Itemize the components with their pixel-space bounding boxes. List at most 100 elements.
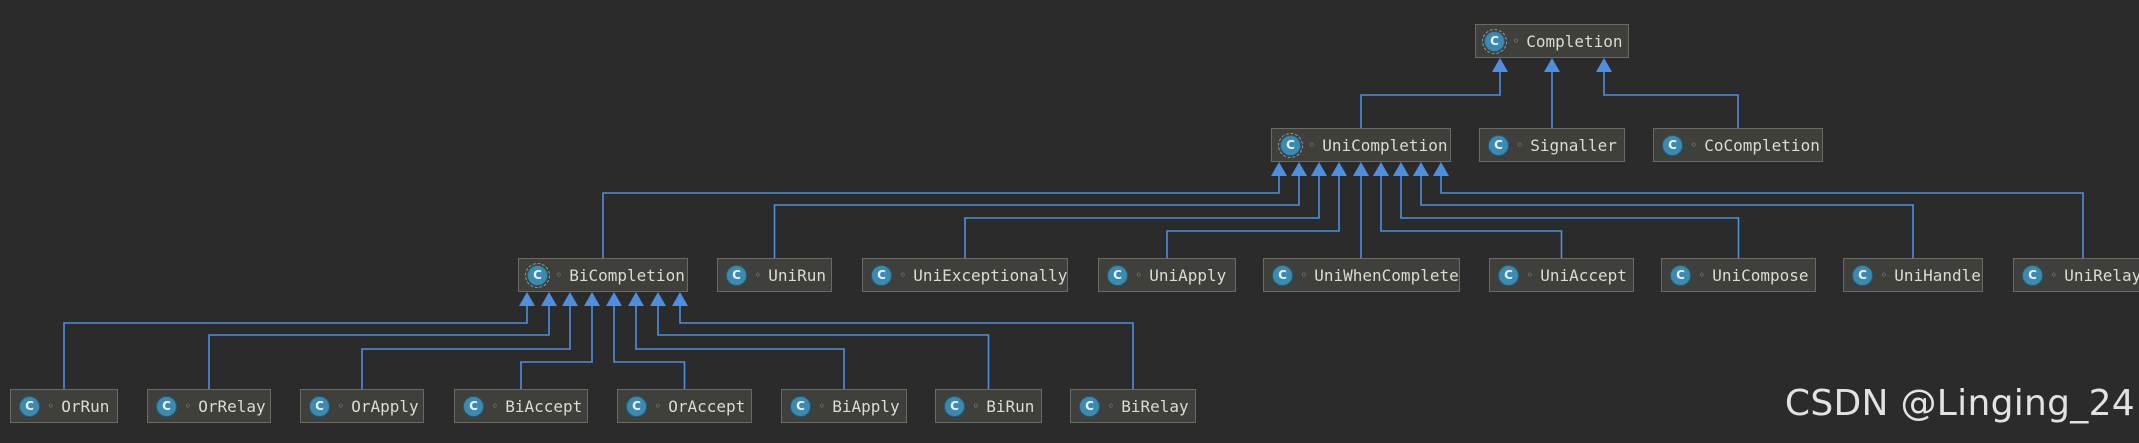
class-node-unicompose[interactable]: C ◦ UniCompose [1661, 258, 1816, 292]
inheritance-arrow-orrun [519, 292, 535, 306]
inheritance-arrow-birelay [672, 292, 688, 306]
class-node-uniwhencomplete[interactable]: C ◦ UniWhenComplete [1263, 258, 1460, 292]
inheritance-arrow-biaccept [584, 292, 600, 306]
class-name: BiRelay [1121, 396, 1189, 416]
class-node-orapply[interactable]: C ◦ OrApply [300, 389, 424, 423]
class-name: OrRun [61, 396, 110, 416]
class-name: BiAccept [505, 396, 583, 416]
package-private-icon: ◦ [1300, 268, 1308, 282]
class-icon: C [944, 395, 965, 417]
inheritance-edge-birun [657, 306, 990, 389]
package-private-icon: ◦ [555, 268, 563, 282]
package-private-icon: ◦ [754, 268, 762, 282]
package-private-icon: ◦ [1880, 268, 1888, 282]
class-node-completion[interactable]: C◦Completion [1475, 24, 1629, 58]
class-node-uniaccept[interactable]: C◦UniAccept [1489, 258, 1634, 292]
package-private-icon: ◦ [47, 399, 55, 413]
class-name: UniCompose [1712, 265, 1809, 285]
class-name: UniRelay [2064, 265, 2139, 285]
abstract-class-icon: C [525, 262, 550, 288]
inheritance-edge-unihandle [1420, 176, 1914, 258]
abstract-class-icon: C [1278, 132, 1303, 158]
class-node-birun[interactable]: C◦BiRun [935, 389, 1042, 423]
class-name: OrApply [351, 396, 419, 416]
inheritance-edge-unirelay [1440, 176, 2084, 258]
inheritance-arrow-unicompose [1393, 162, 1409, 176]
inheritance-arrow-birun [650, 292, 666, 306]
class-node-unicompletion[interactable]: C ◦ UniCompletion [1271, 128, 1451, 162]
class-node-unirelay[interactable]: C ◦ UniRelay [2013, 258, 2139, 292]
class-name: OrAccept [668, 396, 746, 416]
inheritance-edge-bicompletion [602, 176, 1280, 258]
inheritance-arrow-unicompletion [1492, 58, 1508, 72]
class-name: UniWhenComplete [1314, 265, 1459, 285]
package-private-icon: ◦ [1698, 268, 1706, 282]
inheritance-edge-orrelay [208, 306, 550, 389]
package-private-icon: ◦ [2050, 268, 2058, 282]
package-private-icon: ◦ [654, 399, 662, 413]
inheritance-arrow-cocompletion [1596, 58, 1612, 72]
inheritance-arrow-unihandle [1413, 162, 1429, 176]
class-name: UniCompletion [1322, 135, 1448, 155]
inheritance-arrow-uniaccept [1373, 162, 1389, 176]
class-node-signaller[interactable]: C◦Signaller [1479, 128, 1625, 162]
class-node-unirun[interactable]: C◦UniRun [717, 258, 832, 292]
class-name: OrRelay [198, 396, 266, 416]
inheritance-arrow-uniwhencomplete [1353, 162, 1369, 176]
class-node-uniapply[interactable]: C◦UniApply [1098, 258, 1236, 292]
class-icon: C [1670, 264, 1691, 286]
class-icon: C [871, 264, 892, 286]
class-name: UniApply [1149, 265, 1227, 285]
class-node-orrelay[interactable]: C ◦ OrRelay [147, 389, 271, 423]
inheritance-edge-uniexceptionally [964, 176, 1320, 258]
package-private-icon: ◦ [818, 399, 826, 413]
class-name: UniHandle [1894, 265, 1981, 285]
inheritance-edge-biaccept [520, 306, 593, 389]
inheritance-edge-unirun [773, 176, 1300, 258]
class-icon: C [1079, 395, 1100, 417]
class-icon: C [1498, 264, 1519, 286]
class-node-bicompletion[interactable]: C ◦ BiCompletion [518, 258, 688, 292]
inheritance-arrow-unirelay [1433, 162, 1449, 176]
class-icon: C [626, 395, 647, 417]
inheritance-edge-oraccept [613, 306, 686, 389]
class-node-oraccept[interactable]: C ◦ OrAccept [617, 389, 752, 423]
package-private-icon: ◦ [1308, 138, 1316, 152]
class-node-uniexceptionally[interactable]: C◦UniExceptionally [862, 258, 1068, 292]
inheritance-arrow-signaller [1544, 58, 1560, 72]
class-name: BiCompletion [569, 265, 685, 285]
inheritance-arrow-unirun [1291, 162, 1307, 176]
class-icon: C [1107, 264, 1128, 286]
inheritance-arrow-orapply [562, 292, 578, 306]
class-name: BiRun [986, 396, 1035, 416]
class-icon: C [2022, 264, 2043, 286]
package-private-icon: ◦ [1512, 34, 1520, 48]
class-node-birelay[interactable]: C◦BiRelay [1070, 389, 1196, 423]
inheritance-arrow-uniexceptionally [1311, 162, 1327, 176]
class-icon: C [156, 395, 177, 417]
class-node-cocompletion[interactable]: C◦CoCompletion [1653, 128, 1823, 162]
inheritance-arrow-orrelay [541, 292, 557, 306]
class-name: Completion [1526, 31, 1623, 51]
inheritance-edge-orapply [361, 306, 571, 389]
class-icon: C [1272, 264, 1293, 286]
class-node-unihandle[interactable]: C◦UniHandle [1843, 258, 1983, 292]
inheritance-arrow-bicompletion [1271, 162, 1287, 176]
class-node-orrun[interactable]: C◦OrRun [10, 389, 118, 423]
class-icon: C [790, 395, 811, 417]
inheritance-arrow-uniapply [1331, 162, 1347, 176]
package-private-icon: ◦ [337, 399, 345, 413]
class-icon: C [1488, 134, 1509, 156]
class-icon: C [309, 395, 330, 417]
package-private-icon: ◦ [1690, 138, 1698, 152]
inheritance-edge-orrun [63, 306, 528, 389]
class-name: UniRun [768, 265, 827, 285]
package-private-icon: ◦ [1516, 138, 1524, 152]
class-node-biapply[interactable]: C◦BiApply [781, 389, 907, 423]
class-name: UniExceptionally [913, 265, 1068, 285]
inheritance-edge-uniaccept [1380, 176, 1563, 258]
package-private-icon: ◦ [184, 399, 192, 413]
class-node-biaccept[interactable]: C◦BiAccept [454, 389, 588, 423]
